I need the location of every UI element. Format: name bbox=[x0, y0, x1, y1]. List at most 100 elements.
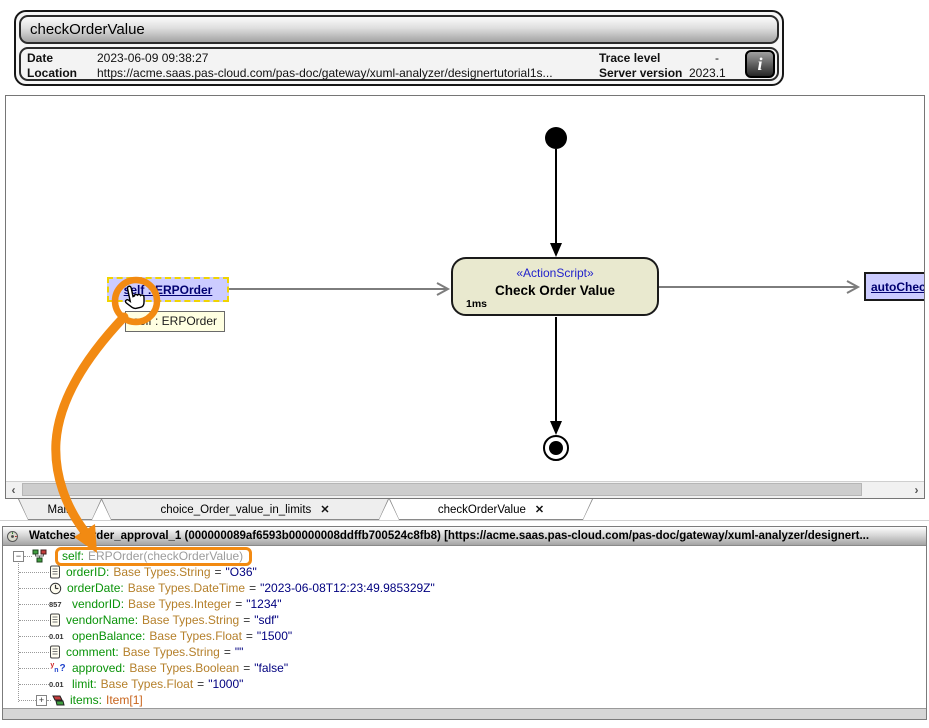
tabbar-baseline bbox=[0, 520, 929, 521]
tab-label: choice_Order_value_in_limits bbox=[160, 504, 311, 516]
equals-sign: = bbox=[249, 581, 256, 595]
items-icon bbox=[51, 694, 65, 707]
watch-value: "false" bbox=[254, 661, 288, 675]
tab-checkordervalue[interactable]: checkOrderValue ✕ bbox=[389, 499, 593, 520]
watch-type: Base Types.Boolean bbox=[129, 661, 239, 675]
start-node bbox=[545, 127, 567, 149]
server-version-value: 2023.1 bbox=[689, 66, 726, 80]
tooltip: self : ERPOrder bbox=[125, 311, 225, 332]
tree-guide-line bbox=[18, 563, 19, 702]
watch-root-name: self: bbox=[62, 549, 84, 563]
date-label: Date bbox=[27, 51, 53, 65]
watch-root-value: ERPOrder(checkOrderValue) bbox=[88, 549, 243, 563]
watch-name: comment: bbox=[66, 645, 119, 659]
close-icon[interactable]: ✕ bbox=[320, 503, 329, 516]
watch-type: Base Types.Float bbox=[101, 677, 194, 691]
tree-row-comment[interactable]: comment: Base Types.String = "" bbox=[3, 644, 926, 660]
diagram-hscrollbar[interactable]: ‹ › bbox=[6, 481, 924, 498]
watches-panel: Watches (Order_approval_1 (000000089af65… bbox=[2, 526, 927, 720]
watches-hscrollbar[interactable] bbox=[3, 708, 926, 719]
page-title: checkOrderValue bbox=[30, 21, 145, 38]
tree-row-self[interactable]: − self: ERPOrder(checkOrderValue) bbox=[3, 548, 926, 564]
stereotype-label: «ActionScript» bbox=[453, 266, 657, 280]
tree-row-vendorname[interactable]: vendorName: Base Types.String = "sdf" bbox=[3, 612, 926, 628]
watches-title: Watches (Order_approval_1 (000000089af65… bbox=[29, 530, 869, 542]
watch-name: openBalance: bbox=[72, 629, 145, 643]
watch-name: orderDate: bbox=[67, 581, 124, 595]
object-tree-icon bbox=[32, 549, 47, 563]
watch-type: Base Types.Integer bbox=[128, 597, 231, 611]
watches-header: Watches (Order_approval_1 (000000089af65… bbox=[3, 527, 926, 546]
hscrollbar-thumb[interactable] bbox=[22, 483, 862, 496]
report-info-bar: Date 2023-06-09 09:38:27 Location https:… bbox=[19, 47, 779, 81]
watch-type: Item[1] bbox=[106, 693, 143, 707]
string-icon bbox=[49, 565, 61, 579]
trace-level-label: Trace level bbox=[599, 51, 660, 65]
tab-label: Main bbox=[48, 504, 73, 516]
tab-choice-order-value-in-limits[interactable]: choice_Order_value_in_limits ✕ bbox=[101, 499, 389, 520]
watch-value: "2023-06-08T12:23:49.985329Z" bbox=[260, 581, 435, 595]
tree-row-limit[interactable]: 0.01 limit: Base Types.Float = "1000" bbox=[3, 676, 926, 692]
info-button[interactable]: i bbox=[745, 50, 775, 78]
tab-main[interactable]: Main bbox=[18, 499, 102, 520]
equals-sign: = bbox=[246, 629, 253, 643]
link-autocheckout[interactable]: autoCheckou bbox=[864, 272, 925, 301]
watch-name: vendorID: bbox=[72, 597, 124, 611]
location-value: https://acme.saas.pas-cloud.com/pas-doc/… bbox=[97, 66, 553, 80]
float-icon: 0.01 bbox=[49, 680, 67, 689]
equals-sign: = bbox=[215, 565, 222, 579]
location-label: Location bbox=[27, 66, 77, 80]
watch-value: "" bbox=[235, 645, 244, 659]
tree-row-items[interactable]: + items: Item[1] bbox=[3, 692, 926, 708]
collapse-icon[interactable]: − bbox=[13, 551, 24, 562]
watch-value: "O36" bbox=[226, 565, 257, 579]
tree-row-vendorid[interactable]: 857 vendorID: Base Types.Integer = "1234… bbox=[3, 596, 926, 612]
watch-name: items: bbox=[70, 693, 102, 707]
close-icon[interactable]: ✕ bbox=[535, 503, 544, 516]
equals-sign: = bbox=[235, 597, 242, 611]
watch-type: Base Types.String bbox=[123, 645, 220, 659]
tree-row-orderdate[interactable]: orderDate: Base Types.DateTime = "2023-0… bbox=[3, 580, 926, 596]
expand-icon[interactable]: + bbox=[36, 695, 47, 706]
boolean-icon: yn? bbox=[49, 663, 67, 674]
scroll-right-icon[interactable]: › bbox=[909, 482, 924, 498]
tree-row-orderid[interactable]: orderID: Base Types.String = "O36" bbox=[3, 564, 926, 580]
server-version-label: Server version bbox=[599, 66, 682, 80]
watches-icon bbox=[6, 530, 19, 543]
equals-sign: = bbox=[243, 661, 250, 675]
diagram-tab-bar: Main choice_Order_value_in_limits ✕ chec… bbox=[0, 498, 929, 524]
string-icon bbox=[49, 645, 61, 659]
action-name: Check Order Value bbox=[453, 283, 657, 298]
clock-icon bbox=[49, 582, 62, 595]
watch-value: "1000" bbox=[208, 677, 243, 691]
watches-tree: − self: ERPOrder(checkOrderValue) orderI… bbox=[3, 546, 926, 698]
watch-type: Base Types.String bbox=[113, 565, 210, 579]
tree-row-openbalance[interactable]: 0.01 openBalance: Base Types.Float = "15… bbox=[3, 628, 926, 644]
watch-value: "1234" bbox=[246, 597, 281, 611]
watch-value: "1500" bbox=[257, 629, 292, 643]
report-header: checkOrderValue Date 2023-06-09 09:38:27… bbox=[14, 10, 784, 86]
tab-label: checkOrderValue bbox=[438, 504, 526, 516]
watch-type: Base Types.DateTime bbox=[128, 581, 245, 595]
date-value: 2023-06-09 09:38:27 bbox=[97, 51, 208, 65]
watch-name: orderID: bbox=[66, 565, 109, 579]
trace-level-value: - bbox=[715, 51, 719, 65]
report-title-bar: checkOrderValue bbox=[19, 15, 779, 44]
equals-sign: = bbox=[243, 613, 250, 627]
self-highlight-box: self: ERPOrder(checkOrderValue) bbox=[55, 547, 252, 566]
scroll-left-icon[interactable]: ‹ bbox=[6, 482, 21, 498]
hand-cursor-icon bbox=[115, 281, 148, 314]
watch-name: limit: bbox=[72, 677, 97, 691]
float-icon: 0.01 bbox=[49, 632, 67, 641]
action-node-check-order-value[interactable]: «ActionScript» Check Order Value 1ms bbox=[451, 257, 659, 316]
equals-sign: = bbox=[224, 645, 231, 659]
duration-label: 1ms bbox=[466, 298, 487, 310]
integer-icon: 857 bbox=[49, 600, 67, 609]
equals-sign: = bbox=[197, 677, 204, 691]
tree-row-approved[interactable]: yn? approved: Base Types.Boolean = "fals… bbox=[3, 660, 926, 676]
watch-name: vendorName: bbox=[66, 613, 138, 627]
diagram-panel: «ActionScript» Check Order Value 1ms sel… bbox=[5, 95, 925, 499]
watch-value: "sdf" bbox=[254, 613, 279, 627]
watch-type: Base Types.String bbox=[142, 613, 239, 627]
watch-type: Base Types.Float bbox=[149, 629, 242, 643]
